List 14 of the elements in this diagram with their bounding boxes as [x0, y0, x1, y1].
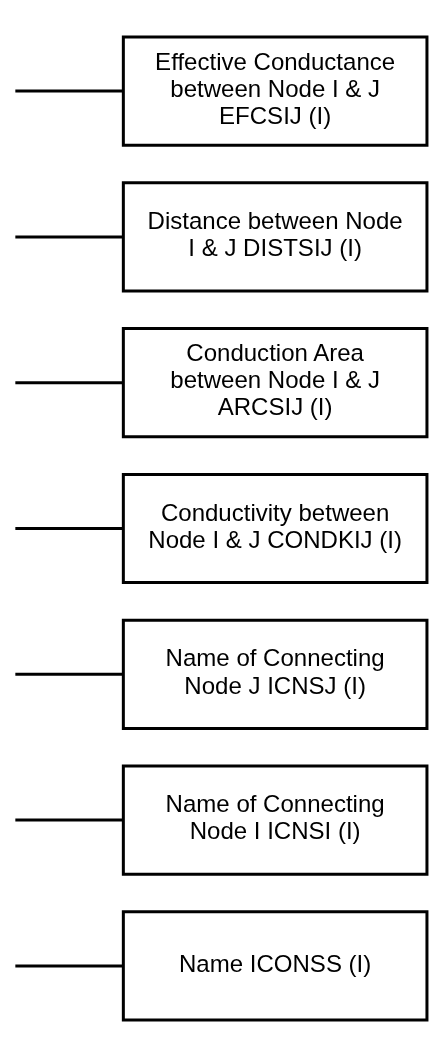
connector — [15, 526, 123, 530]
node-box: Name ICONSS (I) — [121, 909, 429, 1021]
node-box: Name of Connecting Node J ICNSJ (I) — [121, 618, 429, 730]
node-box: Conductivity between Node I & J CONDKIJ (I) — [121, 472, 429, 584]
connector — [15, 672, 123, 676]
node-box: Name of Connecting Node I ICNSI (I) — [121, 763, 429, 876]
connector — [15, 380, 123, 384]
node-box: Conduction Area between Node I & J ARCSIJ (I) — [121, 326, 429, 438]
connector — [15, 234, 123, 238]
node-box: Effective Conductance between Node I & J EFCSIJ (I) — [121, 35, 429, 147]
connector — [15, 963, 123, 967]
connector — [15, 818, 123, 822]
connector — [15, 89, 123, 93]
node-box: Distance between Node I & J DISTSIJ (I) — [121, 180, 429, 293]
